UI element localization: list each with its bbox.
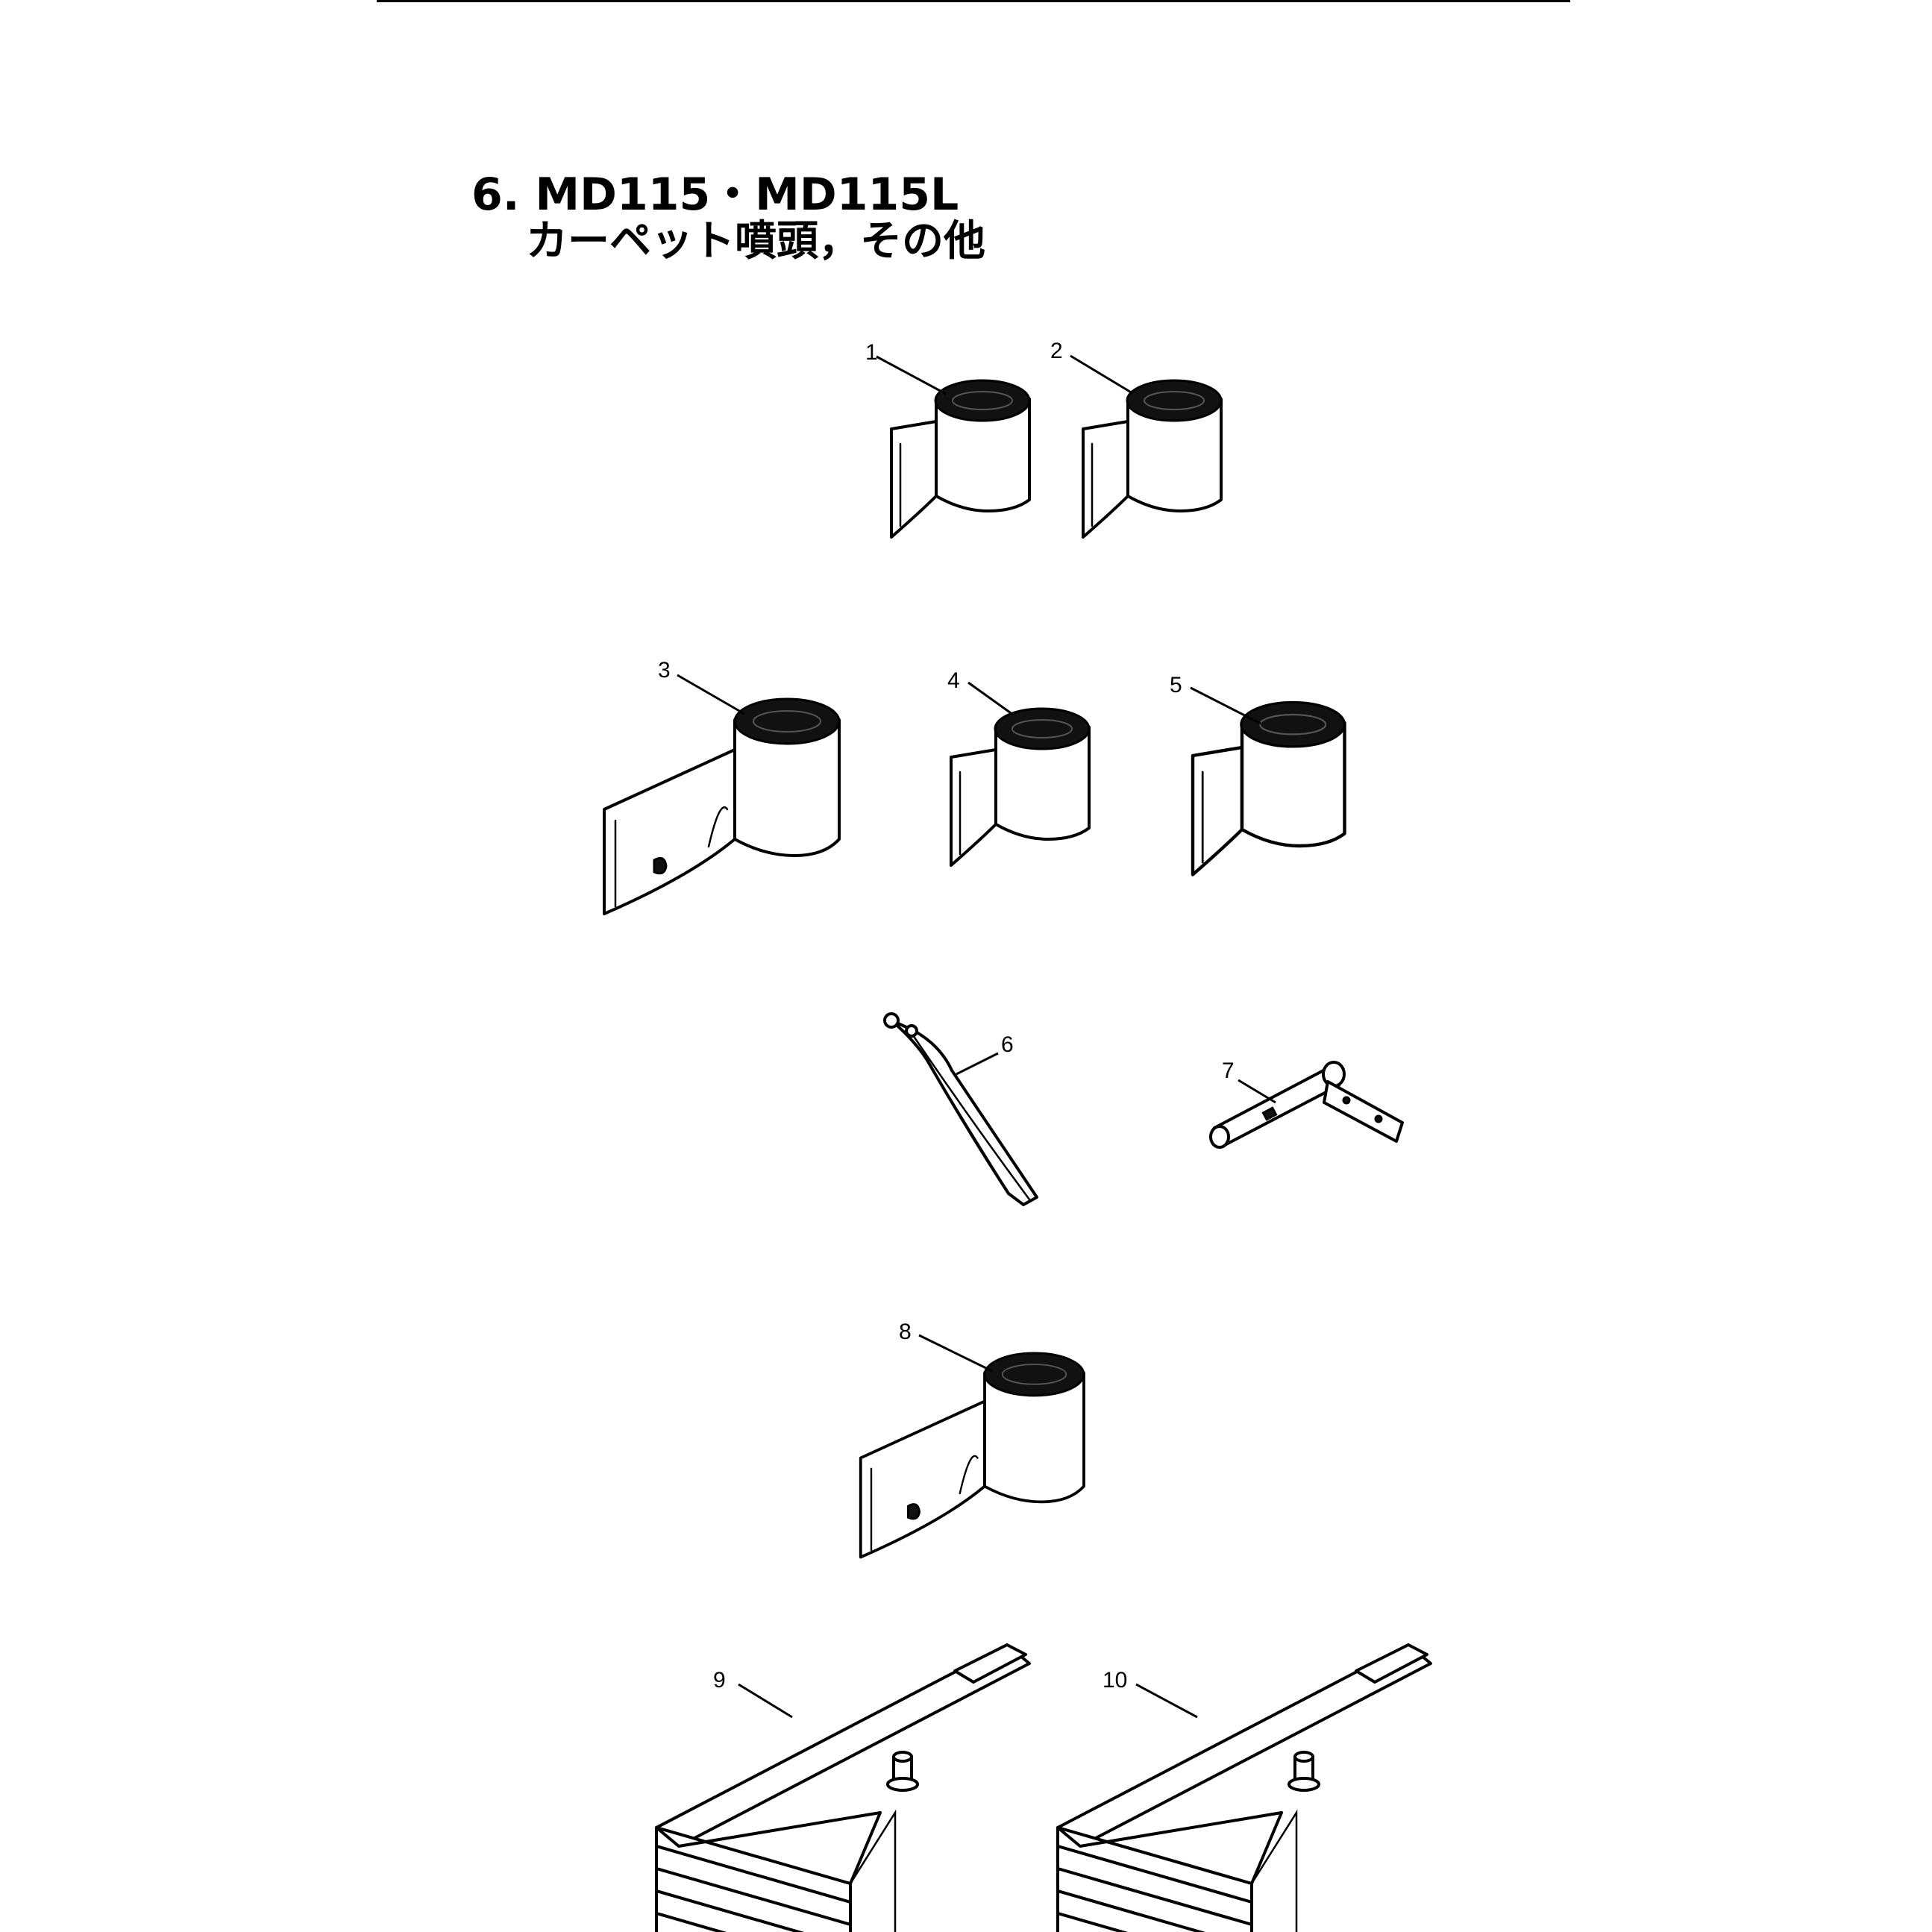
part-5-callout: 5 [1170,673,1182,697]
part-8-callout: 8 [899,1320,912,1344]
part-3-roll-drawing [603,697,841,915]
part-9-pad-drawing [655,1643,1031,1932]
part-3-callout: 3 [658,658,671,683]
part-8-roll-drawing [859,1352,1085,1559]
page-title-line1: 6. MD115・MD115L [471,169,959,221]
part-6-leader [956,1052,999,1076]
top-rule [377,0,1570,2]
part-4-leader [967,681,1014,716]
part-1-leader [876,355,947,395]
part-8-leader [918,1334,993,1373]
part-5-roll-drawing [1193,703,1345,875]
part-3-leader [677,674,745,715]
part-2-roll-drawing [1082,379,1223,539]
part-1-callout: 1 [865,340,878,365]
part-9-callout: 9 [713,1668,726,1693]
page-title-line2: カーペット噴頭，その他 [526,217,985,266]
part-2-leader [1070,354,1133,395]
part-7-shaft-drawing [1209,1061,1404,1149]
part-6-strip-drawing [883,1012,1038,1206]
part-5-leader [1190,686,1261,725]
part-7-leader [1238,1079,1276,1104]
part-9-leader [738,1683,793,1719]
part-7-callout: 7 [1222,1058,1235,1083]
part-4-roll-drawing [950,707,1091,867]
part-2-callout: 2 [1050,339,1063,363]
part-10-callout: 10 [1103,1668,1127,1693]
part-4-callout: 4 [947,668,960,693]
part-1-roll-drawing [890,379,1031,539]
part-6-callout: 6 [1001,1032,1014,1057]
part-10-leader [1135,1683,1198,1719]
